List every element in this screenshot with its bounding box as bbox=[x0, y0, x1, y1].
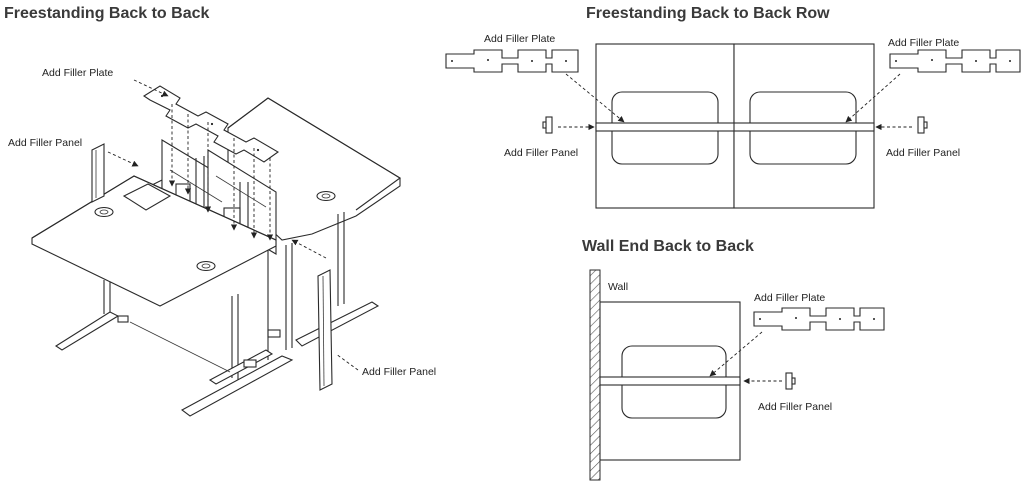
wall-filler-plate bbox=[753, 307, 885, 331]
iso-left-desktop bbox=[31, 175, 277, 307]
row-filler-plate-left bbox=[445, 49, 579, 73]
label-row-filler-plate-right: Add Filler Plate bbox=[888, 37, 959, 49]
title-wall-end: Wall End Back to Back bbox=[582, 238, 754, 255]
grommet-icon bbox=[196, 260, 216, 272]
label-row-filler-plate-left: Add Filler Plate bbox=[484, 33, 555, 45]
label-wall: Wall bbox=[608, 281, 628, 293]
wall bbox=[589, 269, 601, 481]
label-iso-filler-panel-right: Add Filler Panel bbox=[362, 366, 436, 378]
iso-plate-drop-lines bbox=[168, 104, 274, 241]
title-freestanding-row: Freestanding Back to Back Row bbox=[586, 5, 830, 22]
label-wall-filler-panel: Add Filler Panel bbox=[758, 401, 832, 413]
row-filler-panel-left bbox=[542, 116, 553, 134]
grommet-icon bbox=[94, 206, 114, 218]
iso-desk-assembly bbox=[31, 79, 401, 417]
row-filler-plate-right bbox=[889, 49, 1021, 73]
label-iso-filler-plate: Add Filler Plate bbox=[42, 67, 113, 79]
label-iso-filler-panel-left: Add Filler Panel bbox=[8, 137, 82, 149]
row-plan-diagram bbox=[445, 43, 1021, 209]
label-row-filler-panel-left: Add Filler Panel bbox=[504, 147, 578, 159]
iso-filler-panel-left bbox=[91, 143, 139, 203]
iso-left-desk-base bbox=[54, 250, 274, 385]
wall-end-center-filler-panel bbox=[599, 376, 741, 386]
title-freestanding: Freestanding Back to Back bbox=[4, 5, 210, 22]
row-center-filler-panel bbox=[595, 122, 875, 132]
iso-filler-panel-right bbox=[291, 239, 359, 391]
iso-right-desk-base bbox=[180, 212, 380, 417]
wall-end-plan-diagram bbox=[589, 269, 885, 481]
grommet-icon bbox=[316, 190, 336, 202]
label-wall-filler-plate: Add Filler Plate bbox=[754, 292, 825, 304]
row-filler-panel-right bbox=[917, 116, 928, 134]
wall-filler-panel bbox=[785, 372, 796, 390]
label-row-filler-panel-right: Add Filler Panel bbox=[886, 147, 960, 159]
